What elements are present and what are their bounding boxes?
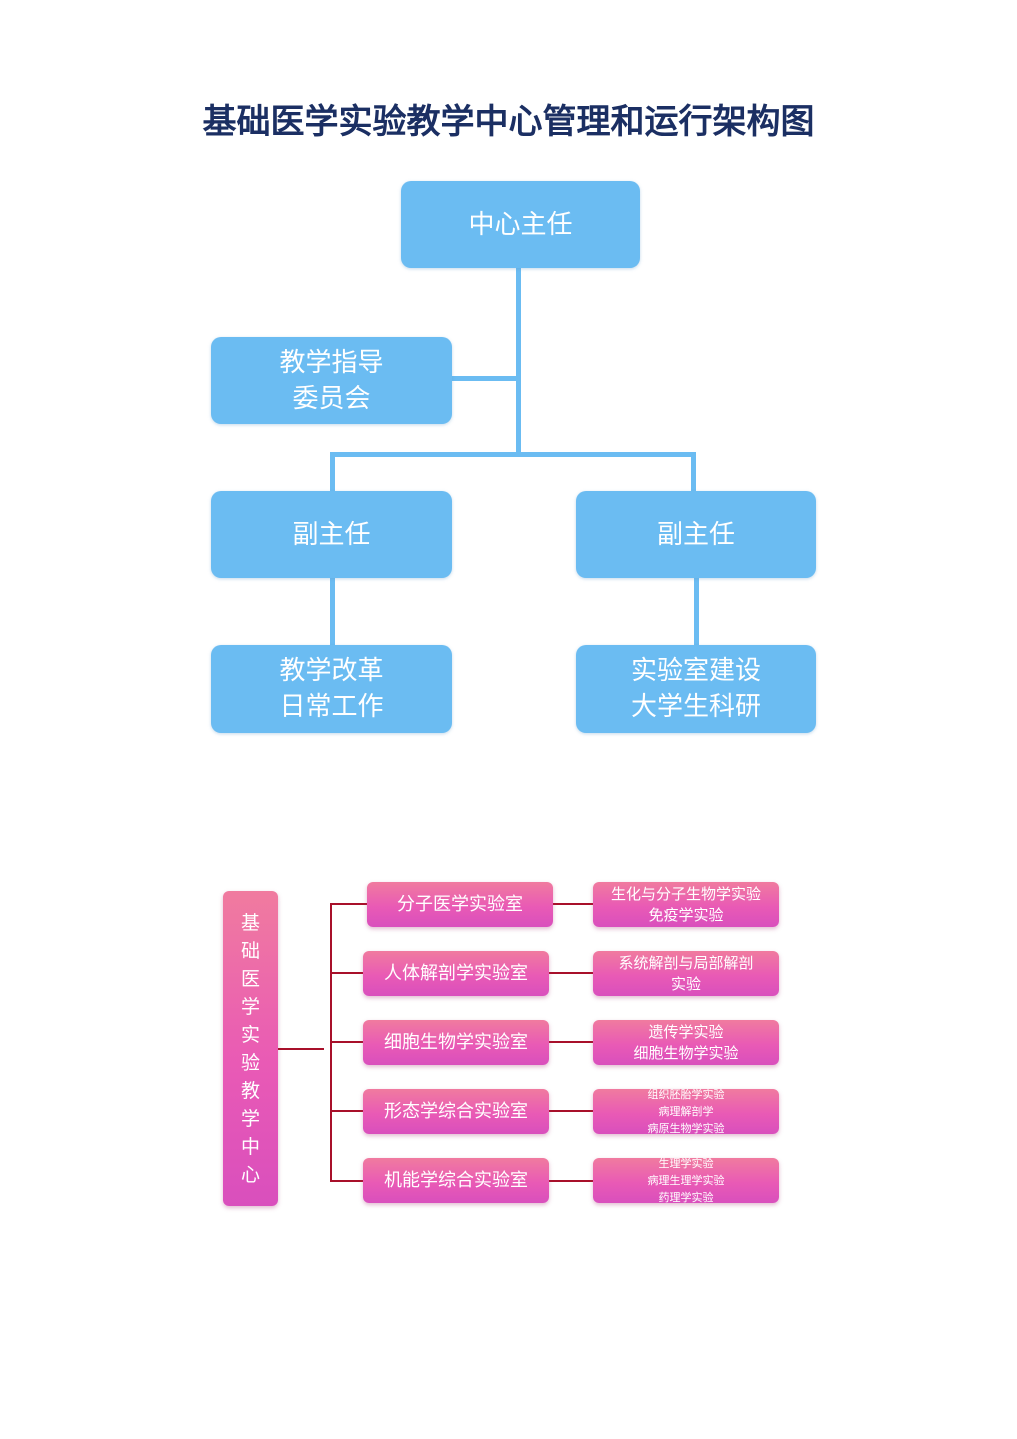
- lab-box: 机能学综合实验室: [363, 1158, 549, 1203]
- committee-box: 教学指导 委员会: [211, 337, 452, 424]
- lab-name: 机能学综合实验室: [384, 1169, 528, 1191]
- center-box: 基 础 医 学 实 验 教 学 中 心: [223, 891, 278, 1206]
- connector-lab-1: [330, 903, 367, 905]
- connector-lab-5: [330, 1180, 363, 1182]
- lab-name: 分子医学实验室: [397, 893, 523, 915]
- connector-deputy-left: [330, 452, 335, 492]
- course-item: 免疫学实验: [648, 905, 724, 924]
- duty-right-box: 实验室建设 大学生科研: [576, 645, 816, 733]
- course-item: 病原生物学实验: [647, 1122, 725, 1135]
- course-box: 系统解剖与局部解剖 实验: [593, 951, 779, 996]
- page-title: 基础医学实验教学中心管理和运行架构图: [202, 102, 815, 142]
- duty-left-line2: 日常工作: [279, 692, 384, 722]
- course-box: 遗传学实验 细胞生物学实验: [593, 1020, 779, 1065]
- course-box: 生理学实验 病理生理学实验 药理学实验: [593, 1157, 779, 1204]
- center-char: 基: [240, 911, 260, 934]
- connector-course-1: [553, 903, 593, 905]
- center-char: 础: [240, 939, 260, 962]
- center-char: 学: [240, 995, 260, 1018]
- duty-right-line1: 实验室建设: [630, 656, 761, 686]
- center-char: 教: [240, 1079, 260, 1102]
- connector-lab-4: [330, 1110, 363, 1112]
- lab-box: 细胞生物学实验室: [363, 1020, 549, 1065]
- course-box: 组织胚胎学实验 病理解剖学 病原生物学实验: [593, 1088, 779, 1135]
- deputy-right-label: 副主任: [656, 519, 735, 550]
- center-char: 学: [240, 1107, 260, 1130]
- committee-label-line2: 委员会: [292, 383, 371, 414]
- lab-name: 细胞生物学实验室: [384, 1031, 528, 1053]
- duty-right-line2: 大学生科研: [630, 692, 761, 722]
- lab-box: 分子医学实验室: [367, 882, 553, 927]
- course-item: 病理解剖学: [658, 1105, 714, 1118]
- course-item: 遗传学实验: [648, 1022, 724, 1041]
- lab-box: 人体解剖学实验室: [363, 951, 549, 996]
- center-char: 中: [240, 1135, 260, 1158]
- connector-lab-vertical: [330, 904, 332, 1182]
- connector-duty-right: [694, 577, 699, 647]
- director-box: 中心主任: [401, 181, 640, 268]
- lab-name: 人体解剖学实验室: [384, 962, 528, 984]
- duty-left-line1: 教学改革: [279, 656, 384, 686]
- course-item: 组织胚胎学实验: [647, 1088, 725, 1101]
- center-char: 实: [240, 1023, 260, 1046]
- connector-committee: [452, 376, 518, 381]
- director-label: 中心主任: [468, 209, 573, 240]
- course-item: 系统解剖与局部解剖: [618, 953, 754, 972]
- connector-lab-3: [330, 1041, 363, 1043]
- connector-course-3: [549, 1041, 593, 1043]
- connector-course-4: [549, 1110, 593, 1112]
- lab-box: 形态学综合实验室: [363, 1089, 549, 1134]
- deputy-right-box: 副主任: [576, 491, 816, 578]
- connector-deputy-horizontal: [330, 452, 696, 457]
- course-box: 生化与分子生物学实验 免疫学实验: [593, 882, 779, 927]
- deputy-left-box: 副主任: [211, 491, 452, 578]
- connector-director-trunk: [516, 268, 521, 454]
- center-char: 验: [240, 1051, 260, 1074]
- course-item: 生理学实验: [658, 1157, 714, 1170]
- committee-label-line1: 教学指导: [279, 347, 384, 378]
- course-item: 细胞生物学实验: [633, 1043, 739, 1062]
- course-item: 实验: [670, 974, 701, 993]
- connector-course-5: [549, 1180, 593, 1182]
- connector-duty-left: [330, 577, 335, 647]
- course-item: 药理学实验: [658, 1191, 714, 1204]
- course-item: 病理生理学实验: [647, 1174, 725, 1187]
- center-char: 医: [240, 967, 260, 990]
- lab-name: 形态学综合实验室: [384, 1100, 528, 1122]
- center-char: 心: [240, 1163, 260, 1186]
- connector-deputy-right: [691, 452, 696, 492]
- connector-center-trunk: [278, 1048, 324, 1050]
- course-item: 生化与分子生物学实验: [610, 884, 761, 903]
- deputy-left-label: 副主任: [292, 519, 371, 550]
- connector-lab-2: [330, 972, 363, 974]
- duty-left-box: 教学改革 日常工作: [211, 645, 452, 733]
- connector-course-2: [549, 972, 593, 974]
